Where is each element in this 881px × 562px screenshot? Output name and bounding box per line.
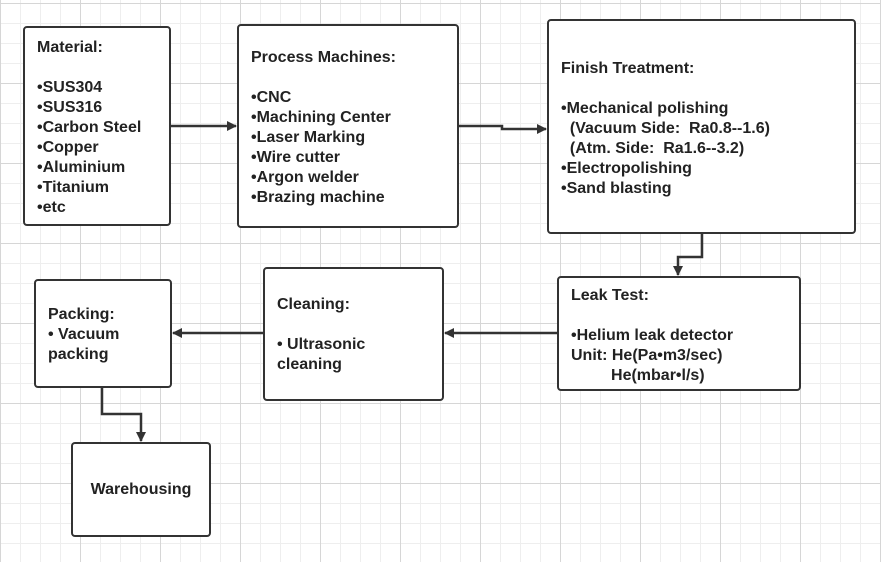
list-item: •Brazing machine: [251, 189, 385, 206]
list-item: He(mbar•l/s): [571, 367, 705, 384]
list-item: •Machining Center: [251, 109, 391, 126]
node-title: Cleaning:: [277, 296, 350, 313]
node-finish-treatment: Finish Treatment: •Mechanical polishing …: [547, 19, 856, 234]
arrow-process-to-finish: [458, 124, 547, 134]
list-item: •SUS304: [37, 79, 103, 96]
list-item: •CNC: [251, 89, 292, 106]
list-item: • Ultrasonic: [277, 336, 366, 353]
arrow-finish-to-leak: [673, 234, 704, 276]
node-packing: Packing: • Vacuum packing: [34, 279, 172, 388]
node-warehousing: Warehousing: [71, 442, 211, 537]
node-leak-test: Leak Test: •Helium leak detector Unit: H…: [557, 276, 801, 391]
list-item: •Aluminium: [37, 159, 126, 176]
node-title: Warehousing: [90, 480, 192, 498]
node-title: Finish Treatment:: [561, 60, 695, 77]
list-item: •Helium leak detector: [571, 327, 734, 344]
node-title: Process Machines:: [251, 49, 396, 66]
list-item: •Sand blasting: [561, 180, 672, 197]
node-cleaning: Cleaning: • Ultrasonic cleaning: [263, 267, 444, 401]
list-item: •etc: [37, 199, 66, 216]
list-item: •Argon welder: [251, 169, 359, 186]
list-item: •Electropolishing: [561, 160, 692, 177]
list-item: packing: [48, 346, 109, 363]
node-material: Material: •SUS304 •SUS316 •Carbon Steel …: [23, 26, 171, 226]
node-title: Leak Test:: [571, 287, 649, 304]
list-item: •Carbon Steel: [37, 119, 142, 136]
node-process-machines: Process Machines: •CNC •Machining Center…: [237, 24, 459, 228]
list-item: •Laser Marking: [251, 129, 366, 146]
arrow-packing-to-warehousing: [100, 388, 146, 442]
list-item: Unit: He(Pa•m3/sec): [571, 347, 723, 364]
list-item: •Titanium: [37, 179, 109, 196]
list-item: •Copper: [37, 139, 99, 156]
node-title: Material:: [37, 39, 103, 56]
list-item: (Vacuum Side: Ra0.8--1.6): [561, 120, 770, 137]
list-item: cleaning: [277, 356, 342, 373]
node-title: Packing:: [48, 306, 115, 323]
list-item: •Wire cutter: [251, 149, 341, 166]
list-item: •SUS316: [37, 99, 103, 116]
list-item: (Atm. Side: Ra1.6--3.2): [561, 140, 745, 157]
list-item: •Mechanical polishing: [561, 100, 729, 117]
list-item: • Vacuum: [48, 326, 120, 343]
node-label-wrap: Warehousing: [73, 444, 209, 535]
